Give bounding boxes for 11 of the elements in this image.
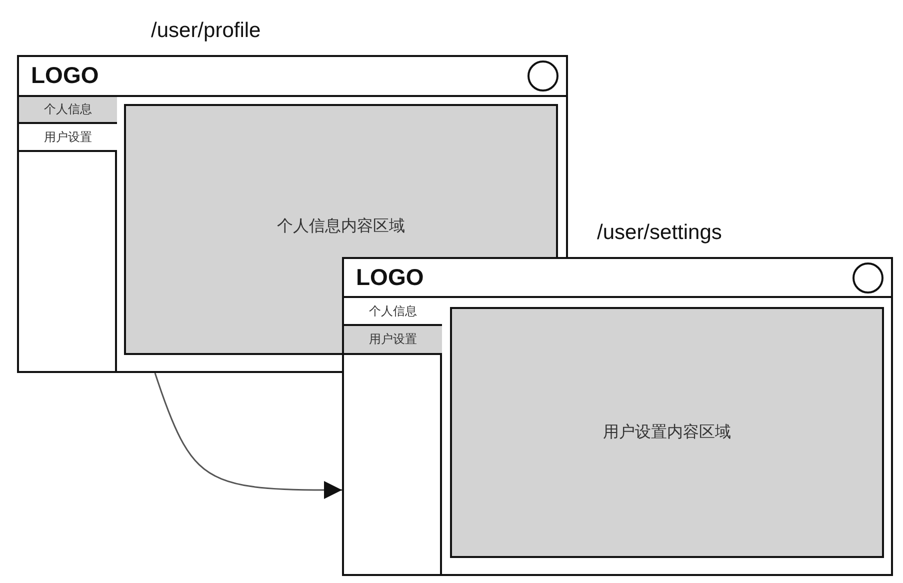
menu-item: 用户设置 — [19, 124, 117, 152]
menu-item: 个人信息 — [344, 298, 442, 326]
header-title: LOGO — [356, 264, 424, 291]
menu-item: 用户设置 — [344, 326, 442, 355]
menu-item: 个人信息 — [19, 97, 117, 124]
header-title: LOGO — [31, 62, 99, 89]
route-path: /user/profile — [151, 19, 261, 43]
route-path: /user/settings — [597, 221, 722, 245]
content-area: 个人信息内容区域 — [124, 104, 558, 258]
arrow — [154, 372, 342, 499]
content-area: 用户设置内容区域 — [450, 307, 884, 558]
